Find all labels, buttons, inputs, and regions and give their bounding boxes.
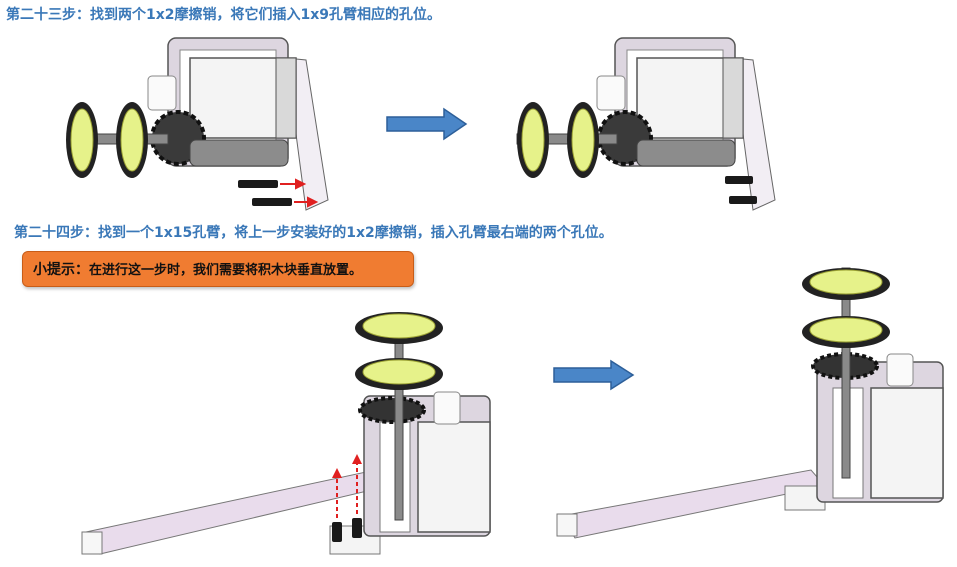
step-23-before-figure: [60, 30, 335, 220]
tip-text: 在进行这一步时，我们需要将积木块垂直放置。: [89, 263, 362, 278]
tip-box: 小提示：在进行这一步时，我们需要将积木块垂直放置。: [22, 251, 414, 287]
motor-box: [190, 58, 296, 138]
motor-box: [418, 422, 490, 532]
base-beam: [190, 140, 288, 166]
wheel-back: [116, 102, 148, 178]
step-23-after-figure: [515, 30, 780, 220]
tip-label: 小提示：: [33, 262, 89, 278]
step-23-title: 第二十三步：找到两个1x2摩擦销，将它们插入1x9孔臂相应的孔位。: [6, 4, 441, 24]
step-24-title: 第二十四步：找到一个1x15孔臂，将上一步安装好的1x2摩擦销，插入孔臂最右端的…: [14, 222, 613, 242]
gear: [360, 398, 424, 422]
step-24-after-figure: [555, 262, 950, 542]
axle: [395, 320, 403, 520]
right-arrow-icon: [386, 108, 468, 140]
wheel-bottom: [355, 358, 443, 390]
wheel-front: [66, 102, 98, 178]
small-gear: [148, 76, 176, 110]
wheel-top: [355, 312, 443, 344]
step-24-before-figure: [80, 292, 520, 562]
